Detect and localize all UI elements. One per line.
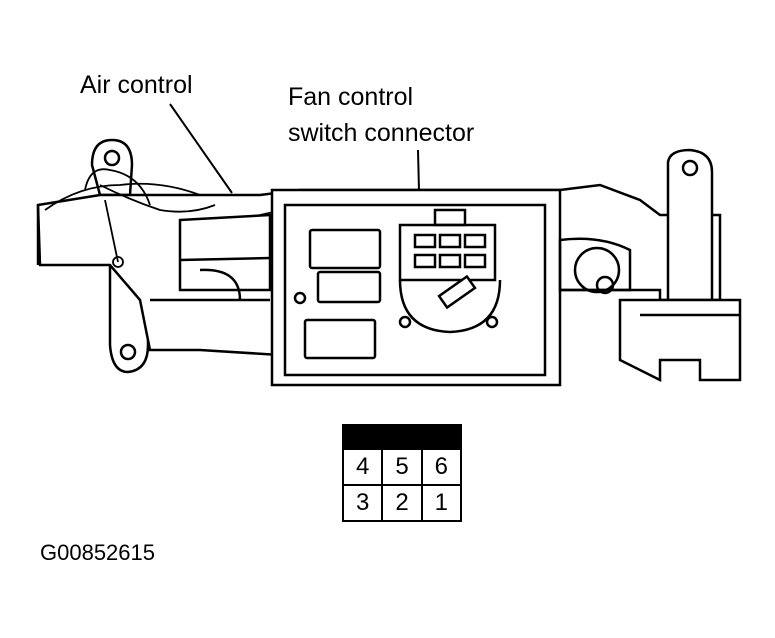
pin-row-bottom: 3 2 1 <box>344 484 460 520</box>
fan-control-label-line2: switch connector <box>288 119 475 147</box>
air-control-label: Air control <box>80 71 193 99</box>
pin-3: 3 <box>355 489 370 516</box>
connector-pin-table: 4 5 6 3 2 1 <box>342 424 462 522</box>
pin-row-top: 4 5 6 <box>344 448 460 484</box>
center-panel <box>270 188 562 387</box>
air-control-leader <box>169 103 233 194</box>
pin-5: 5 <box>381 450 420 484</box>
pin-6: 6 <box>420 450 460 484</box>
fan-control-label-line1: Fan control <box>288 83 414 111</box>
pin-table-header <box>344 426 460 448</box>
pin-4: 4 <box>355 453 370 480</box>
pin-1: 1 <box>420 486 460 520</box>
right-mount-bracket <box>558 148 742 383</box>
figure-id: G00852615 <box>40 540 155 565</box>
pin-2: 2 <box>381 486 420 520</box>
fan-switch-connector <box>398 208 502 334</box>
